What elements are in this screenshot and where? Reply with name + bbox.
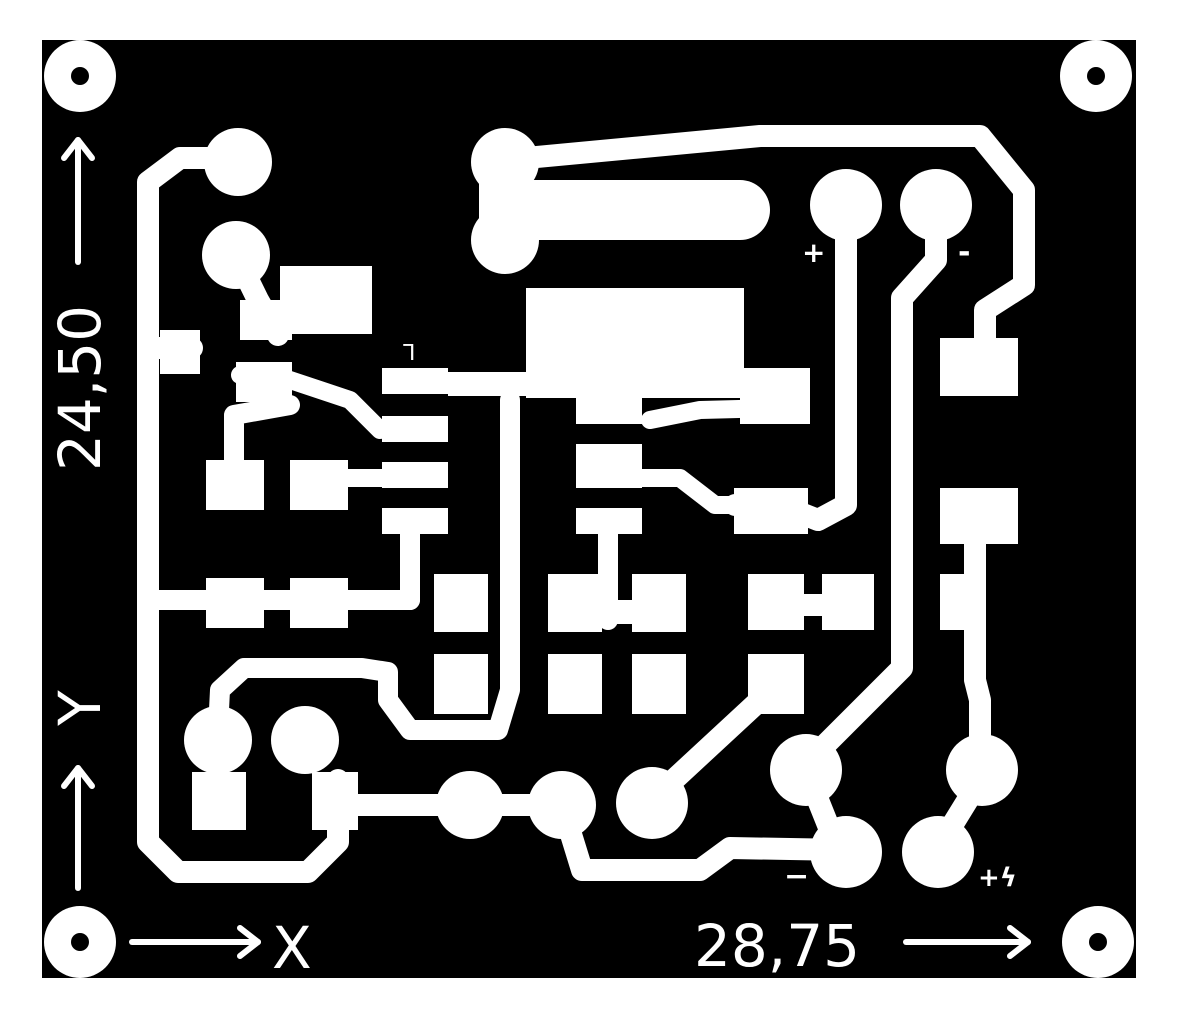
pad-round	[271, 706, 339, 774]
trace-ic-right-a	[631, 469, 744, 514]
plus-power-bottom-label: +ϟ	[978, 863, 1017, 893]
arrow-right-icon	[903, 925, 1031, 959]
pad-round	[902, 816, 974, 888]
pad-round	[616, 767, 688, 839]
pad-round	[528, 771, 596, 839]
pad-round	[471, 128, 539, 196]
pad-smd	[940, 574, 986, 630]
pad-smd	[822, 574, 874, 630]
pad-round	[471, 206, 539, 274]
arrow-up-icon	[61, 765, 95, 891]
pad-smd	[192, 772, 246, 830]
pad-bridge	[548, 600, 686, 624]
round-pads	[184, 128, 1018, 888]
pad-smd	[748, 574, 804, 630]
ic-pad	[382, 508, 448, 534]
trace-minus-rail	[789, 201, 947, 781]
pin-one-mark: ᒣ	[402, 341, 415, 366]
pad-smd	[734, 488, 808, 534]
pad-smd	[206, 578, 264, 628]
smd-pads	[160, 266, 1018, 830]
x-axis-label: X	[272, 914, 312, 982]
pad-smd	[632, 654, 686, 714]
ic-pad	[576, 462, 642, 488]
trace-bottom-run	[551, 794, 857, 881]
ic-pad	[382, 368, 448, 394]
pad-smd	[206, 460, 264, 510]
pad-round	[810, 169, 882, 241]
plus-top-label: +	[802, 236, 825, 269]
pad-round	[202, 221, 270, 289]
pad-smd	[548, 654, 602, 714]
pad-smd	[290, 460, 348, 510]
pad-smd	[240, 300, 292, 340]
pad-round	[436, 771, 504, 839]
pad-smd	[940, 488, 1018, 544]
trace-top-run	[494, 125, 1035, 356]
pad-smd	[160, 330, 200, 374]
y-axis-label: Y	[46, 690, 114, 727]
pad-round	[900, 169, 972, 241]
pad-smd	[312, 772, 358, 830]
pad-round	[204, 128, 272, 196]
pad-smd	[236, 362, 292, 402]
ic-pad	[382, 416, 448, 442]
pad-smd	[940, 338, 1018, 396]
pad-round	[810, 816, 882, 888]
pad-smd	[280, 266, 372, 334]
pad-smd	[434, 574, 488, 632]
pad-round	[770, 734, 842, 806]
pad-smd	[748, 654, 804, 714]
arrow-right-icon	[129, 925, 261, 959]
pad-smd	[434, 654, 488, 714]
trace-left-outer	[137, 147, 349, 883]
pad-round	[184, 706, 252, 774]
pad-large	[526, 288, 744, 398]
minus-bottom-label: −	[784, 859, 809, 894]
dimension-arrows	[61, 137, 1031, 959]
pad-smd	[290, 578, 348, 628]
ic-pad	[576, 508, 642, 534]
arrow-up-icon	[61, 137, 95, 265]
ic-pad	[576, 398, 642, 424]
trace-tr-c	[224, 395, 300, 490]
pad-round	[946, 734, 1018, 806]
ic-pad	[382, 462, 448, 488]
minus-top-label: -	[958, 235, 970, 270]
trace-ic-center	[208, 390, 520, 740]
pad-smd	[740, 368, 810, 424]
height-dimension-label: 24,50	[46, 305, 114, 471]
width-dimension-label: 28,75	[694, 912, 860, 980]
